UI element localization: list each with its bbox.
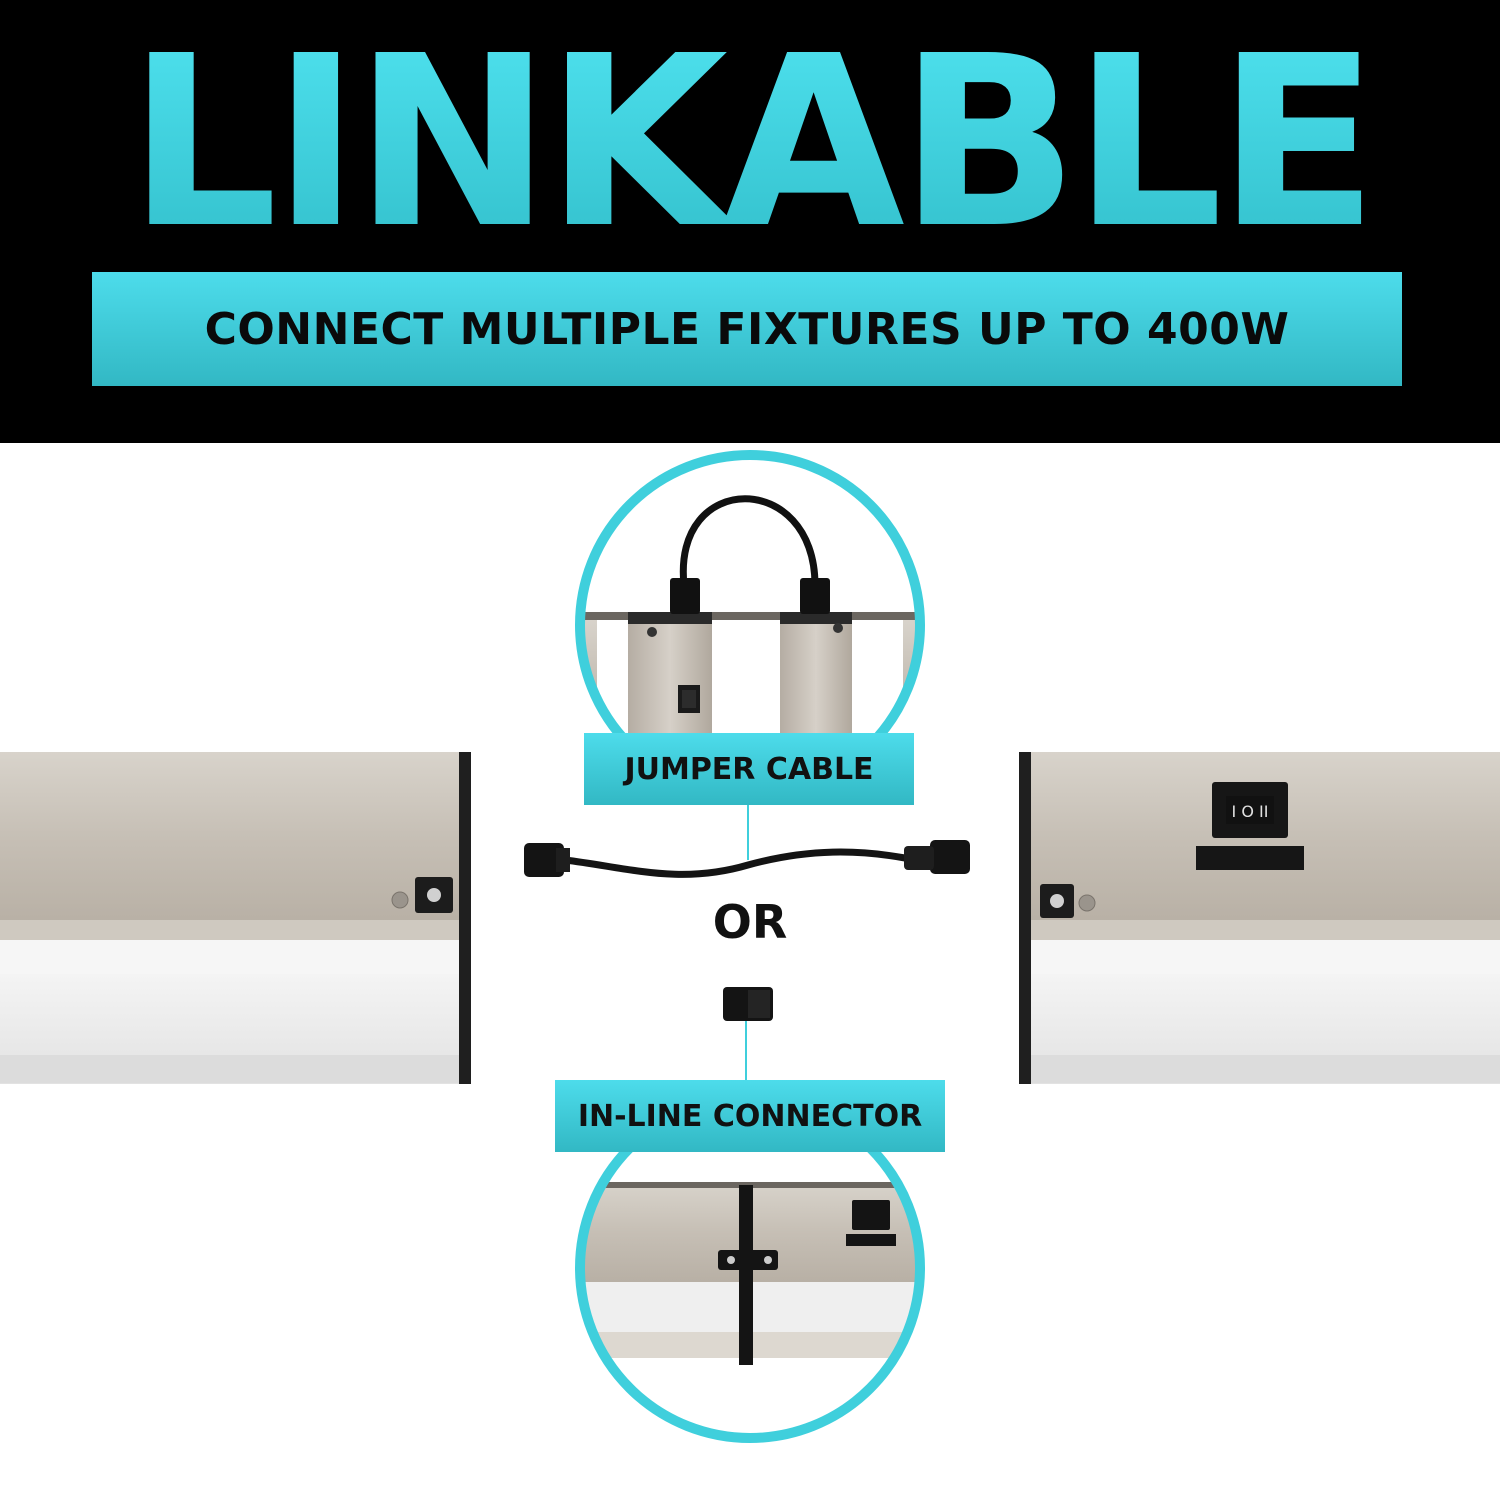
jumper-cable-label: JUMPER CABLE (584, 733, 914, 805)
jumper-cable-icon (524, 805, 970, 878)
right-fixture: I O II (1019, 752, 1500, 1084)
svg-text:I O II: I O II (1232, 802, 1269, 821)
subheadline: CONNECT MULTIPLE FIXTURES UP TO 400W (204, 303, 1290, 355)
header-banner: LINKABLE CONNECT MULTIPLE FIXTURES UP TO… (0, 0, 1500, 443)
inline-connector-label: IN-LINE CONNECTOR (555, 1080, 945, 1152)
or-separator: OR (712, 895, 788, 949)
left-fixture (0, 752, 471, 1084)
headline: LINKABLE (0, 25, 1500, 261)
subheadline-bar: CONNECT MULTIPLE FIXTURES UP TO 400W (92, 272, 1402, 386)
inline-connector-icon (723, 987, 773, 1080)
